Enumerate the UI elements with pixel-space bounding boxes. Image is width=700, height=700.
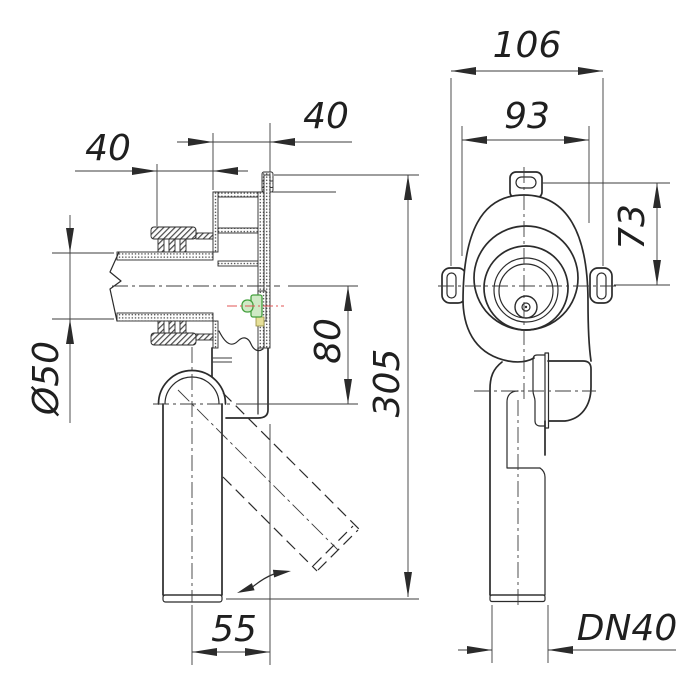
dim-label-axis-distance: 80 — [308, 318, 349, 364]
drain-valve — [227, 290, 284, 327]
bowl-rings — [473, 225, 579, 331]
dim-label-fixing-to-axis: 73 — [612, 204, 653, 250]
dimension-outlet-offset: 55 — [191, 424, 271, 665]
dimension-axis-distance: 80 — [236, 285, 358, 405]
outlet-pipe — [162, 403, 223, 603]
dim-label-clip-offset: 40 — [85, 128, 131, 169]
top-tab — [509, 171, 543, 199]
dim-label-outlet-offset: 55 — [211, 609, 257, 650]
dim-label-body-depth: 40 — [303, 96, 349, 137]
swivel-pipe-hidden — [177, 389, 360, 572]
dimension-body-depth: 40 — [177, 96, 352, 172]
dimension-body-width: 93 — [461, 96, 590, 256]
inlet-pipe — [109, 251, 280, 322]
dimension-clip-offset: 40 — [75, 128, 248, 226]
side-view: 40 40 Ø50 80 — [26, 96, 419, 665]
siphon-body-front — [462, 194, 592, 363]
stub-flange — [544, 352, 550, 429]
swivel-arrow — [237, 569, 291, 593]
section-break-line — [218, 330, 264, 352]
dim-label-inlet-diameter: Ø50 — [26, 341, 67, 417]
front-view: 106 93 73 DN40 — [438, 25, 677, 663]
front-pipe-end — [489, 594, 546, 603]
pipe-break-line — [109, 251, 122, 322]
dimension-fixing-to-axis: 73 — [542, 182, 670, 286]
dim-label-body-width: 93 — [504, 96, 550, 137]
right-ear — [589, 267, 613, 304]
dim-label-mounting-width: 106 — [493, 25, 562, 66]
dimension-mounting-width: 106 — [450, 25, 604, 266]
outlet-stub — [532, 354, 546, 427]
top-tab-slot — [515, 176, 537, 189]
dimension-overall-height: 305 — [226, 174, 419, 600]
dim-label-outlet-size: DN40 — [577, 608, 677, 649]
front-centerlines — [438, 167, 620, 606]
dim-label-overall-height: 305 — [367, 349, 408, 418]
side-centerlines — [153, 347, 231, 602]
pipe-clips — [150, 226, 214, 346]
body-section — [212, 191, 265, 349]
left-ear-slot — [446, 272, 457, 299]
dimension-inlet-diameter: Ø50 — [26, 215, 114, 423]
wall-plate — [261, 171, 336, 349]
front-outlet — [489, 352, 592, 603]
dimension-outlet-size: DN40 — [458, 605, 677, 663]
